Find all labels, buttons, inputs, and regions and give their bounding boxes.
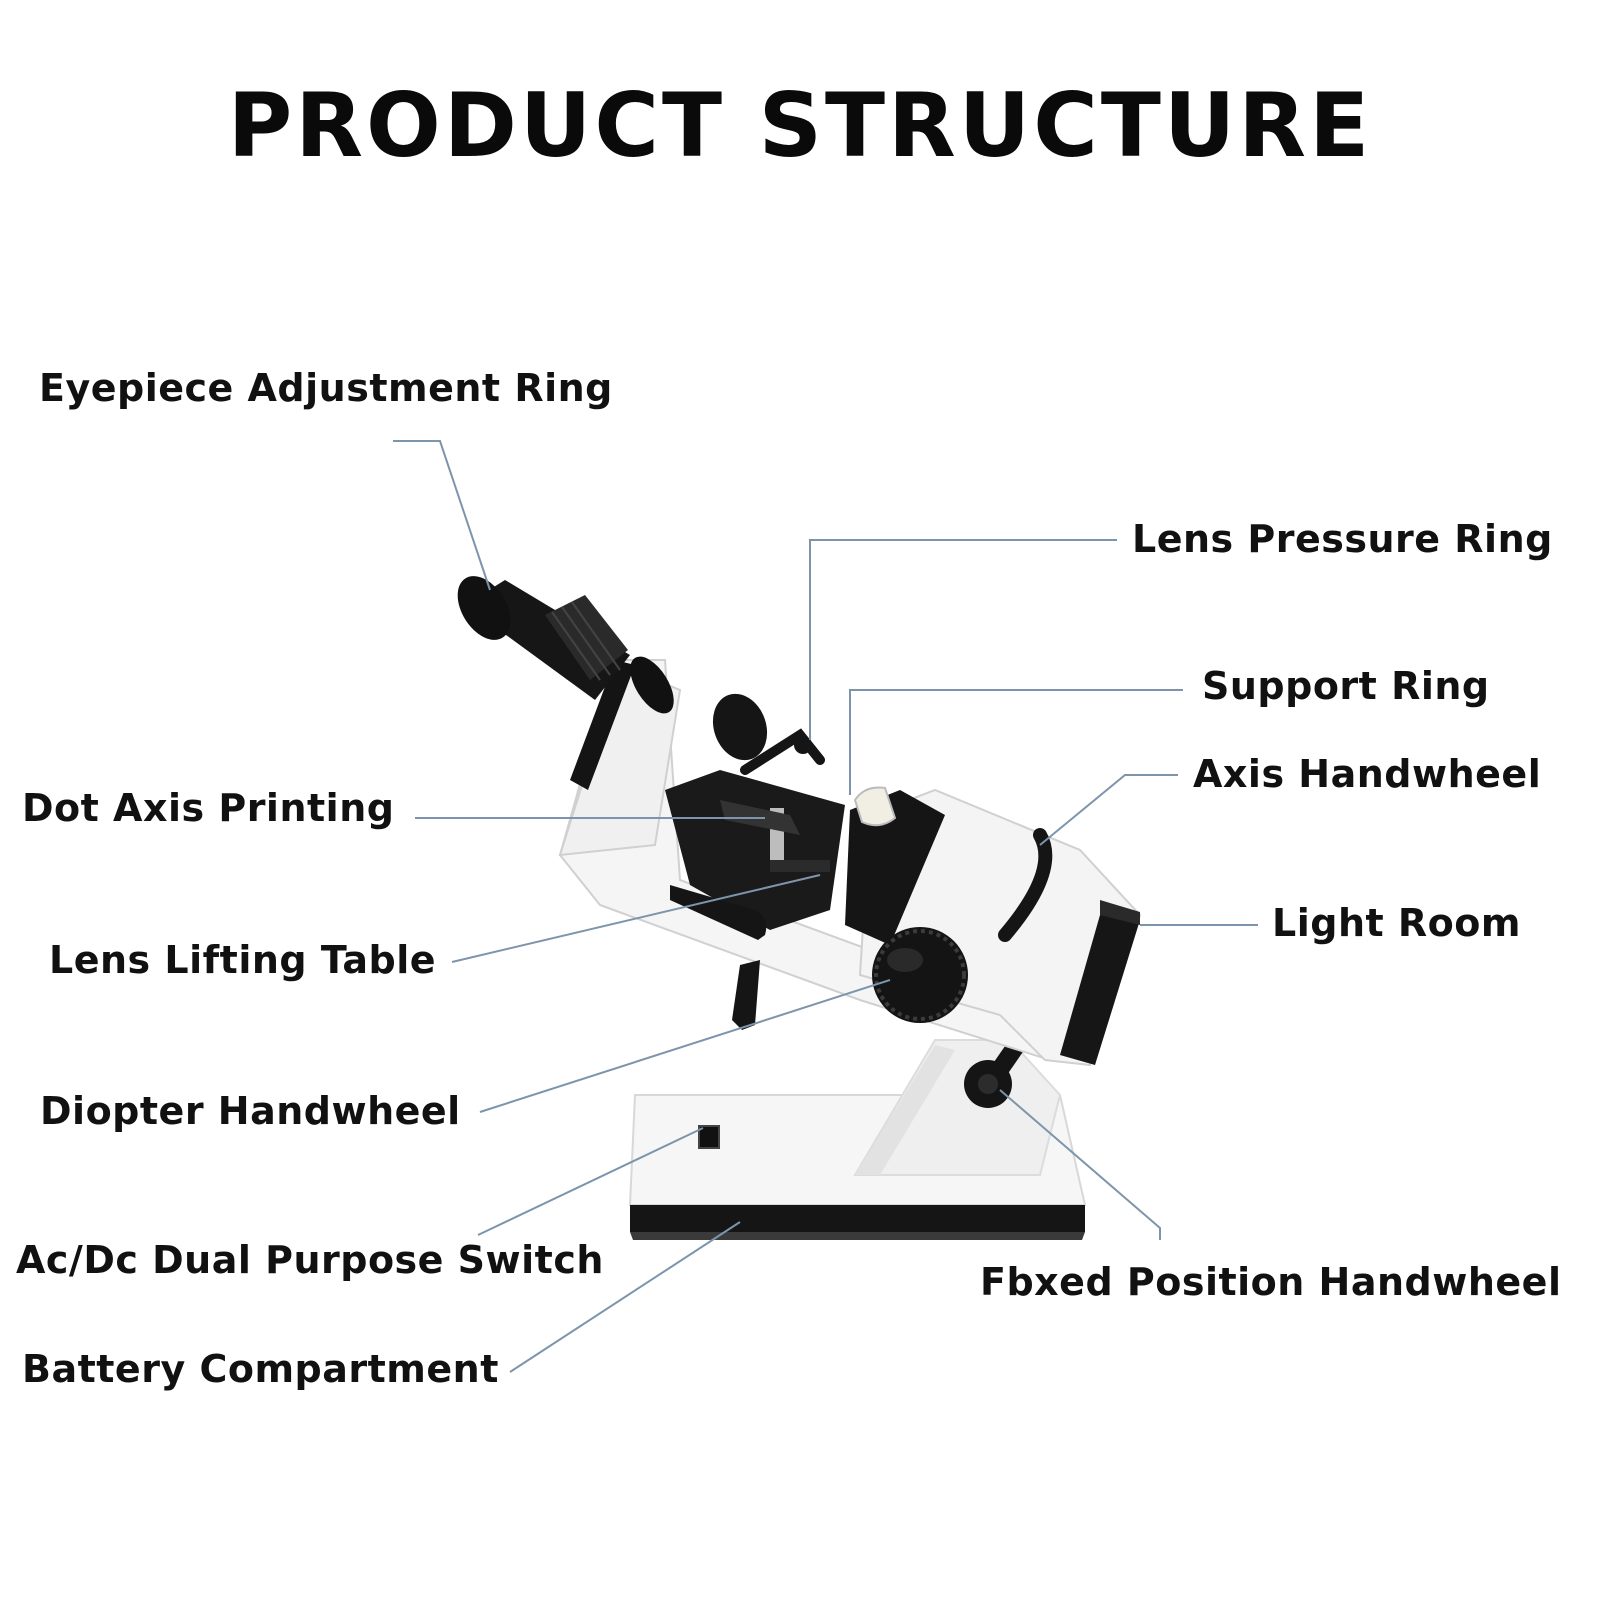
- label-fixed-position-handwheel: Fbxed Position Handwheel: [980, 1260, 1562, 1304]
- lens-lifting-leader: [451, 874, 821, 963]
- label-diopter-handwheel: Diopter Handwheel: [40, 1089, 461, 1133]
- label-battery-compartment: Battery Compartment: [22, 1347, 499, 1391]
- eyepiece-leader: [393, 440, 491, 591]
- leader-lines: [393, 440, 1258, 1373]
- label-axis-handwheel: Axis Handwheel: [1193, 752, 1542, 796]
- lens-lifting-table-lever: [670, 885, 767, 940]
- label-light-room: Light Room: [1272, 901, 1521, 945]
- lens-pressure-arm: [740, 728, 825, 775]
- lens-pressure-leader: [809, 539, 1117, 740]
- page-title: PRODUCT STRUCTURE: [227, 74, 1373, 177]
- ac-dc-switch-button: [698, 1125, 720, 1149]
- diopter-handwheel: [872, 927, 968, 1023]
- diopter-leader: [479, 979, 891, 1113]
- fixed-position-leader: [999, 1089, 1161, 1240]
- label-lens-pressure-ring: Lens Pressure Ring: [1132, 517, 1553, 561]
- battery-leader: [509, 1221, 741, 1373]
- label-dot-axis-printing: Dot Axis Printing: [22, 786, 395, 830]
- eyepiece: [457, 576, 674, 714]
- label-ac-dc-switch: Ac/Dc Dual Purpose Switch: [16, 1238, 604, 1282]
- support-ring-leader: [849, 689, 1183, 795]
- label-support-ring: Support Ring: [1202, 664, 1490, 708]
- axis-handwheel-leader: [1039, 774, 1178, 846]
- label-lens-lifting-table: Lens Lifting Table: [49, 938, 436, 982]
- switch-leader: [477, 1127, 704, 1236]
- lower-leg: [732, 960, 760, 1030]
- support-ring-nozzle: [853, 786, 897, 827]
- upper-knob: [712, 693, 768, 761]
- main-body: [558, 659, 1142, 1067]
- label-eyepiece-adjustment-ring: Eyepiece Adjustment Ring: [39, 366, 613, 410]
